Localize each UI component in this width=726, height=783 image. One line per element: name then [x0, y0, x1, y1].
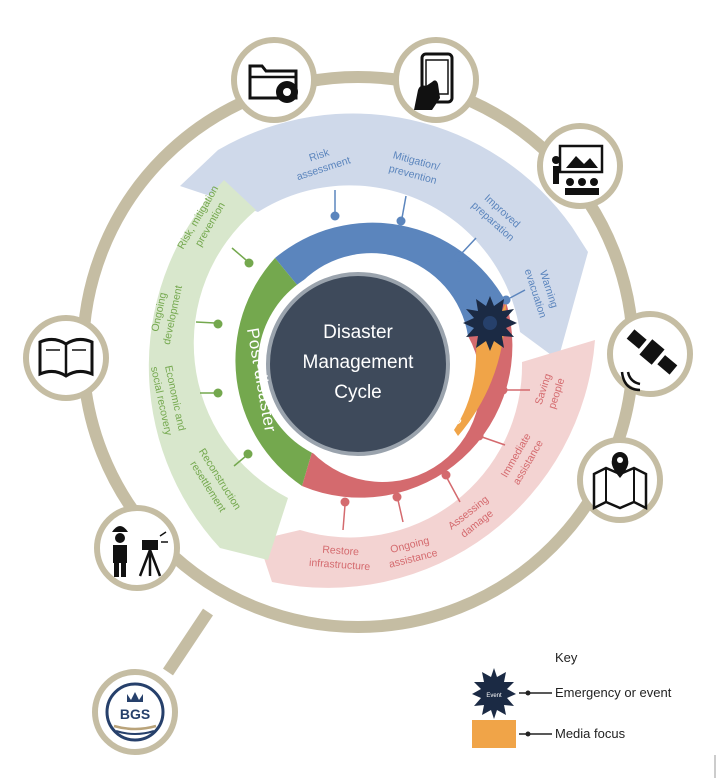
bgs-logo-icon: BGS	[92, 669, 178, 755]
presentation-icon	[537, 123, 623, 209]
phone-touch-icon	[393, 37, 479, 123]
logo-connector	[163, 608, 213, 676]
key-event-badge: Event	[486, 693, 502, 699]
resp-item-restore-infrastructure: Restoreinfrastructure	[309, 543, 372, 573]
key-event-icon: Event	[472, 668, 516, 719]
pre-disaster-segment	[275, 222, 506, 336]
key-legend: Key Event Emergency or event Media focus	[472, 650, 672, 748]
centre-title-3: Cycle	[334, 382, 382, 403]
surveyor-icon	[94, 505, 180, 591]
bgs-logo-text: BGS	[120, 706, 150, 722]
map-pin-icon	[577, 437, 663, 523]
connectors	[195, 190, 530, 531]
post-disaster-segment	[235, 258, 312, 486]
event-starburst-icon	[463, 296, 517, 351]
folder-gear-icon	[231, 37, 317, 123]
centre-title-1: Disaster	[323, 322, 393, 343]
response-segment	[302, 302, 513, 498]
key-title: Key	[555, 650, 578, 665]
key-media-swatch	[472, 720, 516, 748]
centre-circle	[266, 272, 450, 456]
key-media-label: Media focus	[555, 726, 626, 741]
key-emergency-label: Emergency or event	[555, 685, 672, 700]
centre-title-2: Management	[303, 352, 415, 373]
pre-disaster-band	[180, 113, 588, 360]
response-band	[258, 340, 595, 588]
satellite-icon	[607, 311, 693, 397]
post-disaster-band	[148, 180, 288, 560]
book-icon	[23, 315, 109, 401]
